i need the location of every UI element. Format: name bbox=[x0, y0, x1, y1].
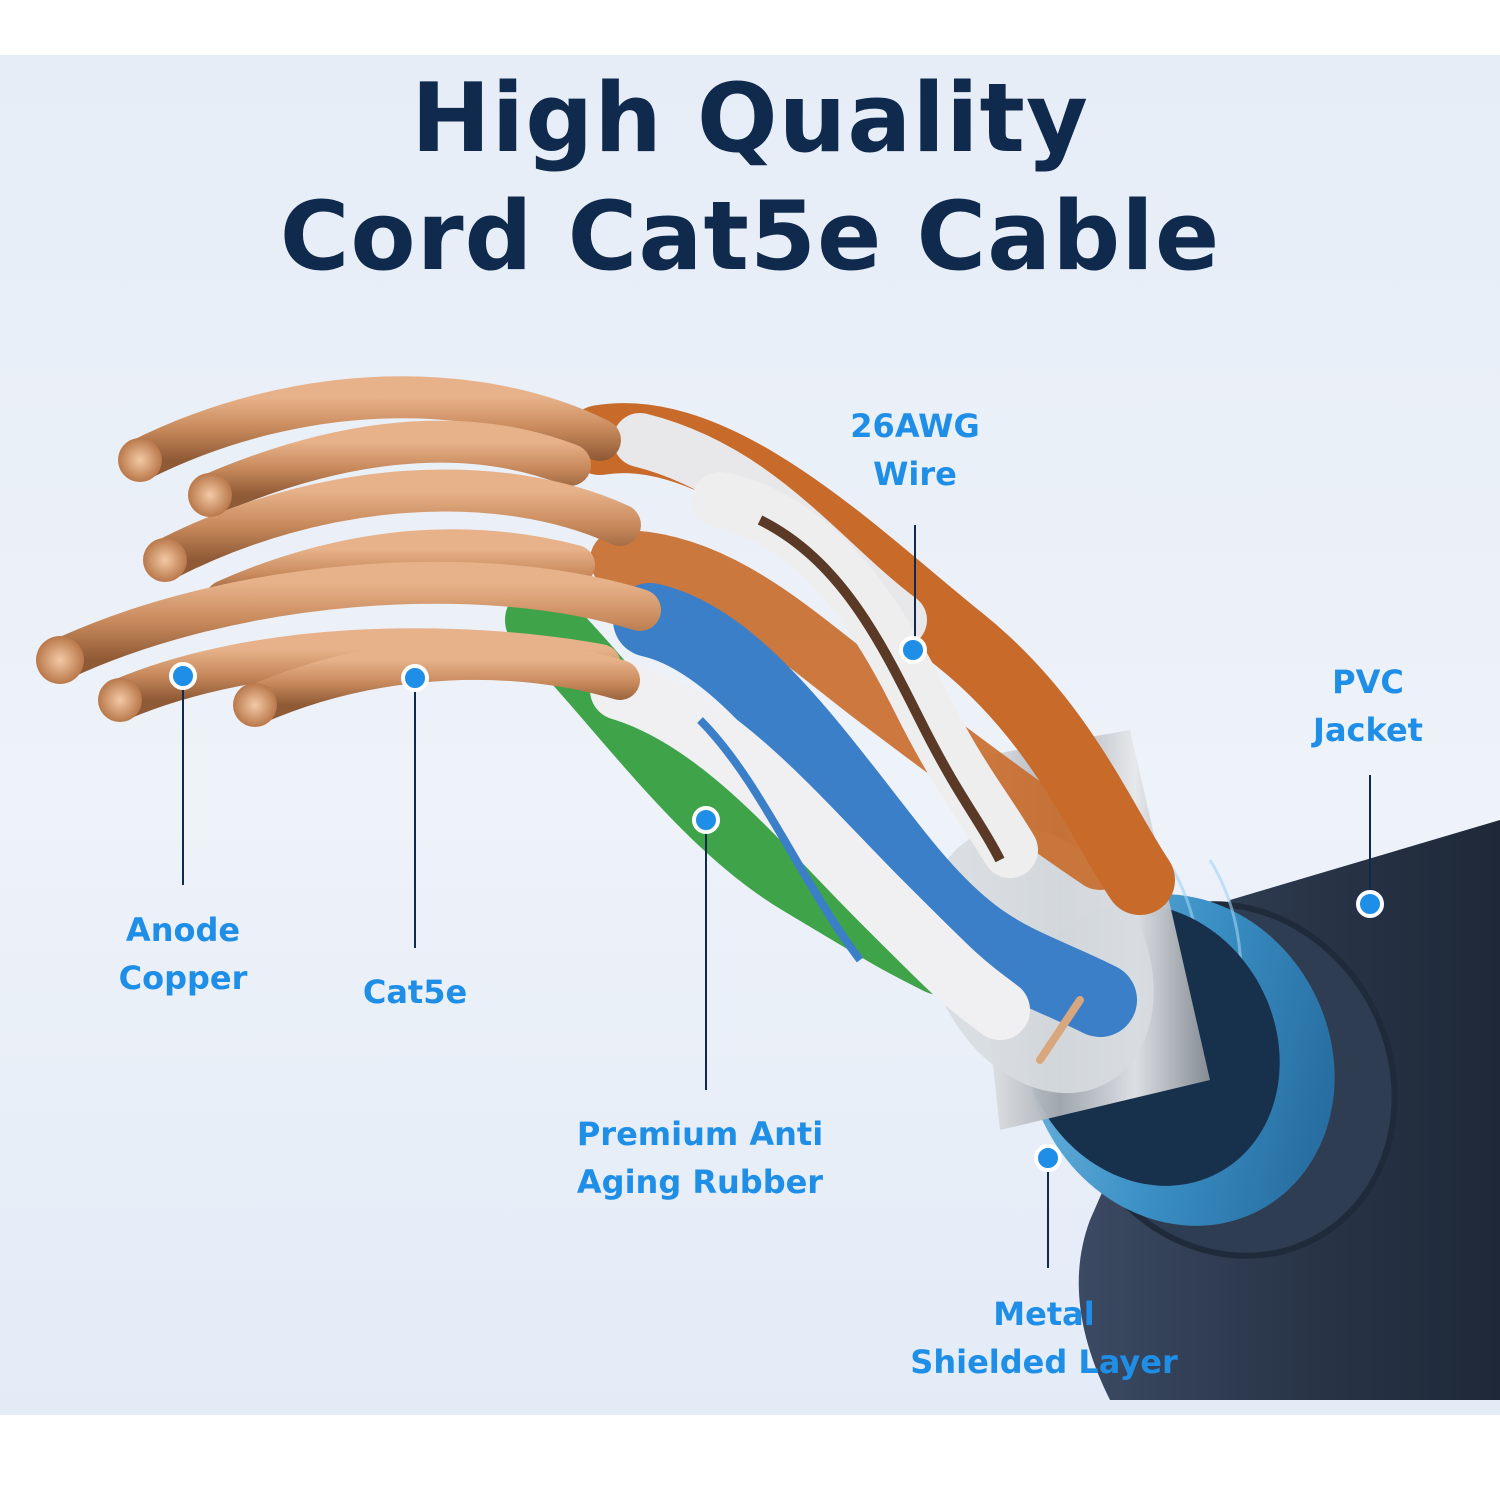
callout-anode-line1: Anode bbox=[125, 911, 241, 949]
callout-rubber-line2: Aging Rubber bbox=[576, 1163, 824, 1201]
callout-26awg-line1: 26AWG bbox=[850, 407, 980, 445]
title-line-1: High Quality bbox=[411, 64, 1089, 174]
callout-metal-shielded-layer: Metal Shielded Layer bbox=[910, 1290, 1177, 1386]
cat5e-marker bbox=[401, 664, 429, 692]
copper-strands bbox=[36, 376, 661, 727]
callout-cat5e: Cat5e bbox=[363, 968, 467, 1016]
callout-leaders bbox=[182, 525, 1371, 1268]
callout-pvc-line1: PVC bbox=[1332, 663, 1404, 701]
callout-anode-copper: Anode Copper bbox=[119, 906, 248, 1002]
callout-metal-line2: Shielded Layer bbox=[910, 1343, 1178, 1381]
anode-marker bbox=[169, 662, 197, 690]
page-title: High Quality Cord Cat5e Cable bbox=[0, 60, 1500, 296]
callout-pvc-line2: Jacket bbox=[1313, 711, 1423, 749]
title-line-2: Cord Cat5e Cable bbox=[279, 182, 1221, 292]
callout-rubber-line1: Premium Anti bbox=[576, 1115, 824, 1153]
callout-anode-line2: Copper bbox=[118, 959, 248, 997]
callout-26awg-line2: Wire bbox=[873, 455, 957, 493]
callout-pvc-jacket: PVC Jacket bbox=[1313, 658, 1423, 754]
awg-marker bbox=[899, 636, 927, 664]
callout-anti-aging-rubber: Premium Anti Aging Rubber bbox=[577, 1110, 823, 1206]
callout-metal-line1: Metal bbox=[993, 1295, 1095, 1333]
callout-markers bbox=[169, 636, 1384, 1172]
rubber-marker bbox=[692, 806, 720, 834]
callout-cat5e-line1: Cat5e bbox=[362, 973, 468, 1011]
metal-marker bbox=[1034, 1144, 1062, 1172]
callout-26awg-wire: 26AWG Wire bbox=[850, 402, 979, 498]
pvc-marker bbox=[1356, 890, 1384, 918]
